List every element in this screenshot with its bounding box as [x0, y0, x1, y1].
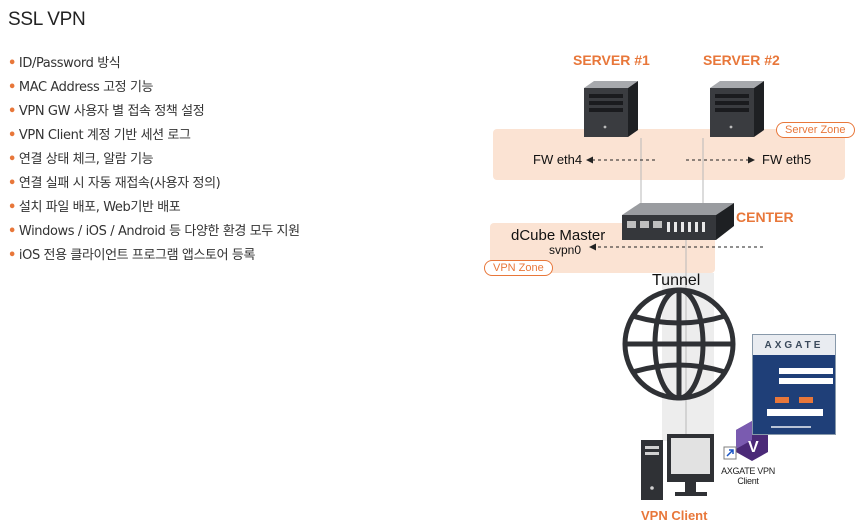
- feature-item: •설치 파일 배포, Web기반 배포: [8, 196, 300, 220]
- bullet-dot: •: [8, 200, 16, 215]
- tunnel-band: [662, 273, 714, 441]
- feature-item: •VPN GW 사용자 별 접속 정책 설정: [8, 100, 300, 124]
- vpn-client-login-window: AXGATE: [752, 334, 836, 435]
- fw-eth5-label: FW eth5: [762, 152, 812, 167]
- vpn-client-label: VPN Client: [641, 508, 708, 523]
- feature-item: •Windows / iOS / Android 등 다양한 환경 모두 지원: [8, 220, 300, 244]
- vpn-zone-label: VPN Zone: [484, 260, 553, 276]
- tunnel-label: Tunnel: [652, 272, 701, 289]
- id-field: [779, 368, 833, 374]
- bullet-dot: •: [8, 152, 16, 167]
- desktop-pc-icon: [641, 434, 714, 500]
- feature-text: 연결 실패 시 자동 재접속(사용자 정의): [18, 176, 221, 191]
- firewall-appliance-icon: [622, 203, 734, 240]
- shortcut-label: AXGATE VPN Client: [721, 466, 775, 486]
- window-footer-text: [771, 426, 811, 428]
- server1-label: SERVER #1: [573, 52, 650, 68]
- server-zone-label: Server Zone: [776, 122, 855, 138]
- feature-text: VPN GW 사용자 별 접속 정책 설정: [18, 104, 205, 119]
- feature-text: MAC Address 고정 기능: [18, 80, 154, 95]
- cancel-button: [799, 397, 813, 403]
- arrowhead-svpn0: [589, 243, 596, 251]
- feature-text: iOS 전용 클라이언트 프로그램 앱스토어 등록: [18, 248, 255, 263]
- svg-text:V: V: [748, 439, 759, 456]
- feature-text: 설치 파일 배포, Web기반 배포: [18, 200, 181, 215]
- feature-item: •ID/Password 방식: [8, 52, 300, 76]
- feature-text: 연결 상태 체크, 알람 기능: [18, 152, 154, 167]
- page-title: SSL VPN: [8, 9, 86, 30]
- globe-icon: [622, 287, 736, 401]
- bullet-dot: •: [8, 80, 16, 95]
- feature-item: •MAC Address 고정 기능: [8, 76, 300, 100]
- server-icon: [710, 81, 764, 137]
- client-window-header: AXGATE: [753, 335, 835, 355]
- feature-item: •연결 실패 시 자동 재접속(사용자 정의): [8, 172, 300, 196]
- login-button: [775, 397, 789, 403]
- arrowhead-fw-eth4: [586, 156, 593, 164]
- bullet-dot: •: [8, 56, 16, 71]
- fw-eth4-label: FW eth4: [533, 152, 583, 167]
- feature-item: •iOS 전용 클라이언트 프로그램 앱스토어 등록: [8, 244, 300, 268]
- center-label: CENTER: [736, 209, 794, 225]
- feature-item: •연결 상태 체크, 알람 기능: [8, 148, 300, 172]
- feature-item: •VPN Client 계정 기반 세션 로그: [8, 124, 300, 148]
- feature-text: Windows / iOS / Android 등 다양한 환경 모두 지원: [18, 224, 300, 239]
- feature-text: VPN Client 계정 기반 세션 로그: [18, 128, 191, 143]
- bullet-dot: •: [8, 224, 16, 239]
- server-address-field: [767, 409, 823, 416]
- bullet-dot: •: [8, 176, 16, 191]
- bullet-dot: •: [8, 104, 16, 119]
- bullet-dot: •: [8, 248, 16, 263]
- server-icon: [584, 81, 638, 137]
- axgate-logo: AXGATE: [764, 339, 824, 351]
- password-field: [779, 378, 833, 384]
- server2-label: SERVER #2: [703, 52, 780, 68]
- dcube-master-label: dCube Master: [511, 227, 606, 244]
- feature-list: •ID/Password 방식 •MAC Address 고정 기능 •VPN …: [8, 52, 300, 268]
- svpn0-label: svpn0: [549, 243, 582, 257]
- feature-text: ID/Password 방식: [18, 56, 121, 71]
- arrowhead-fw-eth5: [748, 156, 755, 164]
- bullet-dot: •: [8, 128, 16, 143]
